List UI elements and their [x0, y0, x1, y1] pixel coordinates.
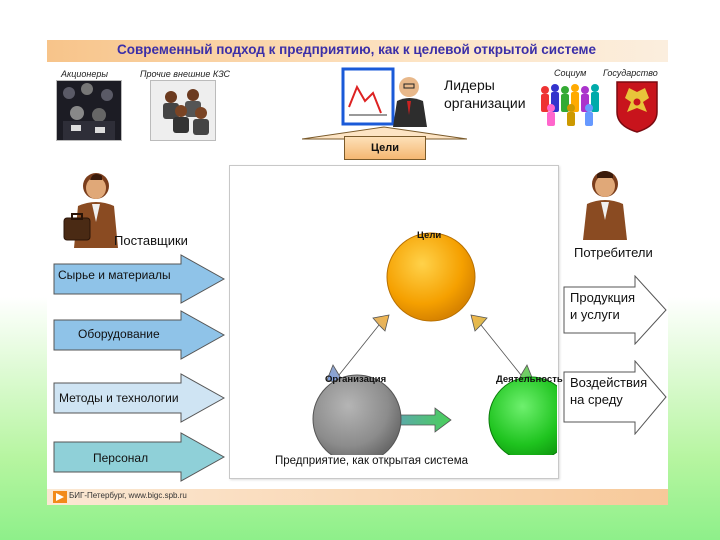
- leaders-picture: [341, 67, 431, 129]
- input-label-3: Методы и технологии: [59, 391, 179, 405]
- footer-text: БИГ-Петербург, www.bigc.spb.ru: [69, 491, 187, 500]
- input-label-4: Персонал: [93, 451, 149, 465]
- activity-circle: [488, 376, 557, 455]
- supplier-figure: [62, 170, 124, 248]
- colorful-people-icon: [541, 84, 599, 126]
- leaders-label: Лидеры организации: [444, 77, 526, 111]
- group-people-icon: [151, 81, 215, 140]
- shareholders-photo: [56, 80, 122, 141]
- goals-circle: [386, 232, 476, 322]
- input-arrow-1: [53, 254, 225, 304]
- coat-of-arms-icon: [616, 81, 658, 133]
- organization-circle: [312, 374, 402, 455]
- company-logo-icon: [53, 491, 67, 503]
- shareholders-label: Акционеры: [61, 69, 108, 79]
- input-arrow-3: [53, 373, 225, 423]
- footer-bar: БИГ-Петербург, www.bigc.spb.ru: [47, 489, 668, 505]
- input-arrow-2: [53, 310, 225, 360]
- activity-circle-label: Деятельность: [496, 374, 563, 385]
- input-arrow-4: [53, 432, 225, 482]
- output-label-2: Воздействия на среду: [570, 375, 648, 407]
- other-stakeholders-label: Прочие внешние КЗС: [140, 69, 231, 79]
- manager-with-chart-icon: [341, 67, 427, 127]
- output-label-1: Продукция и услуги: [570, 290, 636, 322]
- slide: Современный подход к предприятию, как к …: [47, 40, 668, 505]
- consumers-label: Потребители: [574, 245, 653, 260]
- input-label-1: Сырье и материалы: [58, 268, 171, 282]
- output-arrow-2: [563, 360, 667, 435]
- title-bar: Современный подход к предприятию, как к …: [47, 40, 668, 62]
- society-picture: [537, 78, 601, 128]
- crowd-icon: [57, 81, 121, 140]
- society-label: Социум: [554, 68, 587, 78]
- suppliers-label: Поставщики: [114, 233, 188, 248]
- goals-circle-label: Цели: [417, 230, 442, 241]
- businessman-icon: [583, 171, 627, 240]
- organization-circle-label: Организация: [325, 374, 387, 385]
- other-stakeholders-photo: [150, 80, 216, 141]
- system-diagram: [312, 232, 557, 455]
- state-label: Государство: [603, 68, 658, 78]
- businessman-with-briefcase-icon: [63, 173, 118, 248]
- goals-tag: Цели: [344, 136, 426, 160]
- state-emblem: [613, 78, 661, 134]
- input-label-2: Оборудование: [78, 327, 160, 341]
- output-arrow-1: [563, 275, 667, 345]
- slide-title: Современный подход к предприятию, как к …: [117, 42, 597, 57]
- consumer-figure: [577, 168, 633, 240]
- center-caption: Предприятие, как открытая система: [275, 455, 468, 467]
